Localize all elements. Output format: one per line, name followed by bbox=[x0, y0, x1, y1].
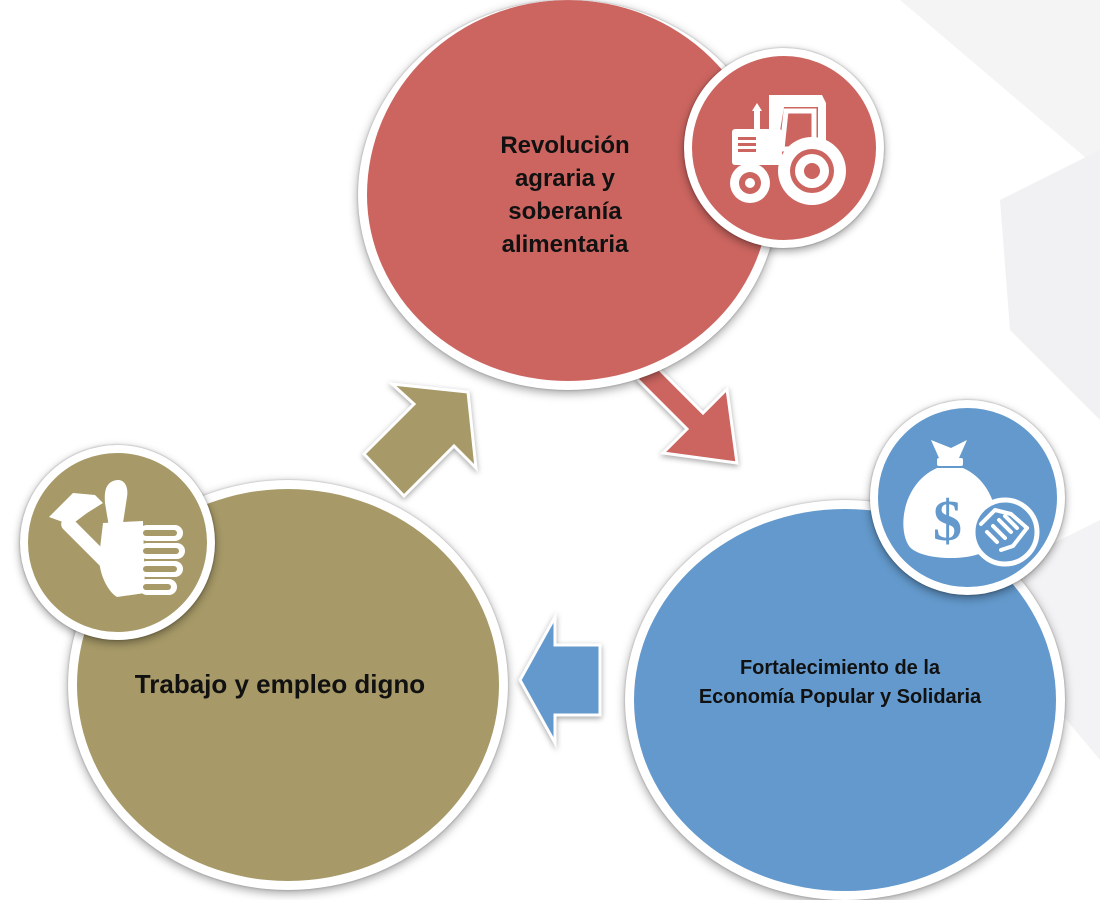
tractor-badge bbox=[684, 48, 884, 248]
economia-badge: $ bbox=[870, 400, 1065, 595]
tractor-icon bbox=[730, 95, 846, 205]
arrow-trabajo-to-agraria bbox=[361, 382, 478, 499]
money-bag-handshake-icon: $ bbox=[902, 439, 1039, 566]
svg-text:$: $ bbox=[933, 488, 962, 553]
trabajo-badge bbox=[20, 445, 215, 640]
hammer-thumbs-up-icon bbox=[48, 479, 185, 597]
node-trabajo-label: Trabajo y empleo digno bbox=[134, 669, 426, 700]
arrow-agraria-to-economia bbox=[634, 360, 739, 465]
arrow-economia-to-trabajo bbox=[518, 611, 602, 749]
node-economia-label: Fortalecimiento de la Economía Popular y… bbox=[698, 657, 982, 708]
node-agraria-label: Revolución agraria y soberanía alimentar… bbox=[500, 131, 630, 259]
